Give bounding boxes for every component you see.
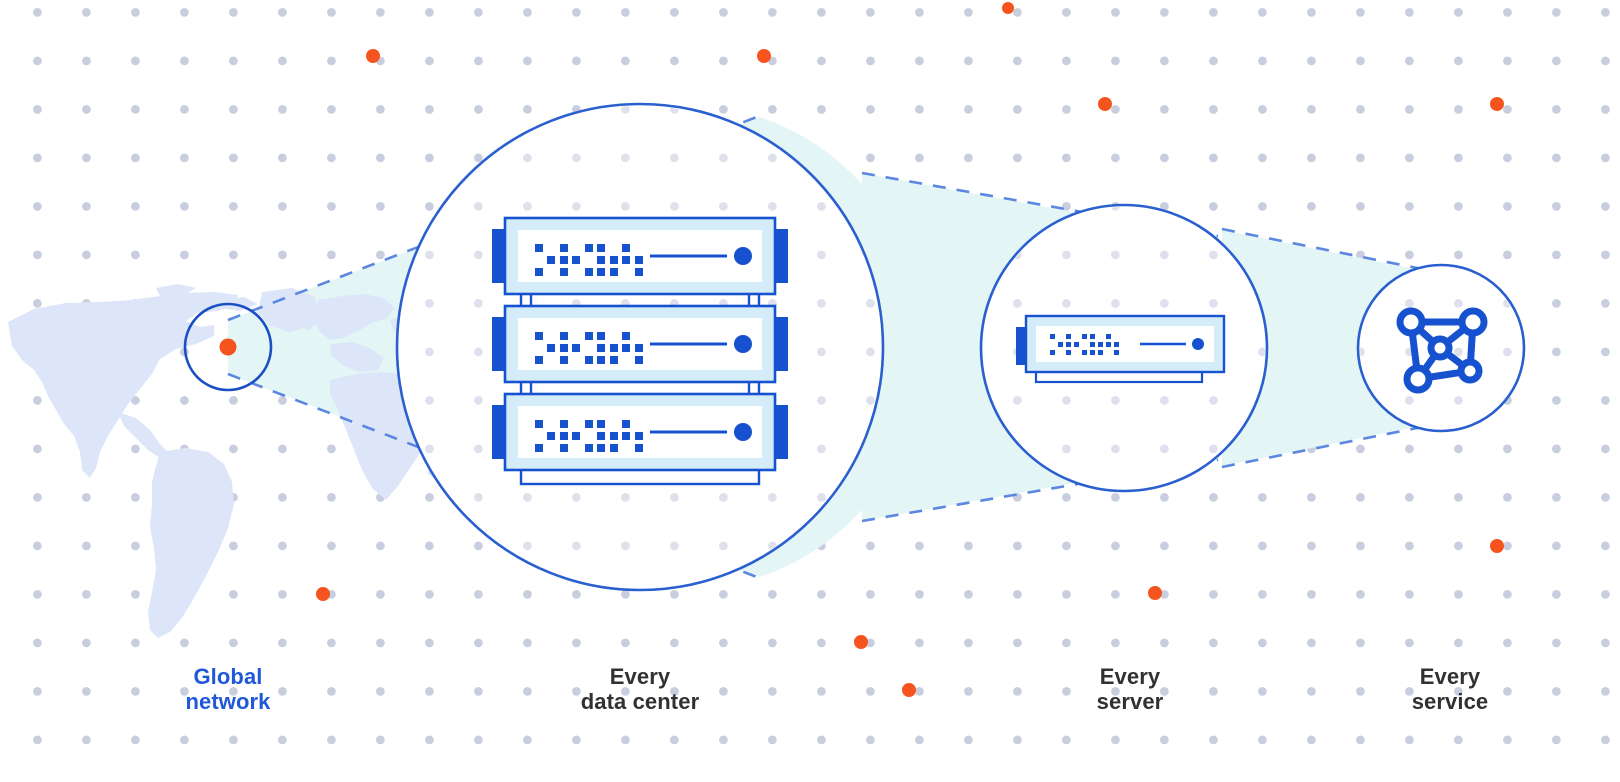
cone2-top-edge [861, 171, 1219, 238]
net-node-bottom-left [1403, 364, 1433, 394]
stage-label-line2: network [185, 689, 271, 714]
service-circle-outline [1356, 263, 1526, 433]
unit3-led-grid [535, 420, 643, 452]
unit1-led-grid [535, 244, 643, 276]
stage-label-line2: service [1411, 689, 1489, 714]
stage-label-line1: Every [609, 664, 671, 689]
accent-dots [316, 2, 1504, 697]
accent-dot [316, 587, 330, 601]
stage-label-line1: Every [1419, 664, 1481, 689]
accent-dot [1098, 97, 1112, 111]
accent-dot [1002, 2, 1014, 14]
datacenter-circle-outline [395, 102, 885, 592]
stage-label-line2: server [1096, 689, 1164, 714]
unit2-led-grid [535, 332, 643, 364]
unit2-status-dot [734, 335, 752, 353]
server-rack-icon [492, 216, 788, 486]
network-graph-nodes [1396, 307, 1488, 394]
accent-dot [1148, 586, 1162, 600]
rack-unit-1 [492, 216, 788, 296]
accent-dot [902, 683, 916, 697]
server-circle-outline [979, 203, 1269, 493]
net-node-bottom-right [1457, 358, 1483, 384]
map-location-circle [183, 302, 273, 392]
magnifier-circles [395, 102, 1526, 592]
net-node-top-left [1396, 307, 1426, 337]
single-server-icon [1016, 314, 1226, 384]
accent-dot [854, 635, 868, 649]
accent-dot [1490, 97, 1504, 111]
single-server-status-dot [1192, 338, 1204, 350]
accent-dot [366, 49, 380, 63]
rack-unit-2 [492, 304, 788, 384]
accent-dot [757, 49, 771, 63]
rack-unit-3 [492, 392, 788, 472]
stage-label-line2: data center [580, 689, 700, 714]
stage-label-line1: Global [193, 664, 263, 689]
net-node-top-right [1458, 307, 1488, 337]
unit3-status-dot [734, 423, 752, 441]
single-server-led-grid [1050, 334, 1119, 355]
unit1-status-dot [734, 247, 752, 265]
stage-label-line1: Every [1099, 664, 1161, 689]
map-location-dot [219, 338, 237, 356]
net-node-center [1427, 335, 1453, 361]
accent-dot [1490, 539, 1504, 553]
